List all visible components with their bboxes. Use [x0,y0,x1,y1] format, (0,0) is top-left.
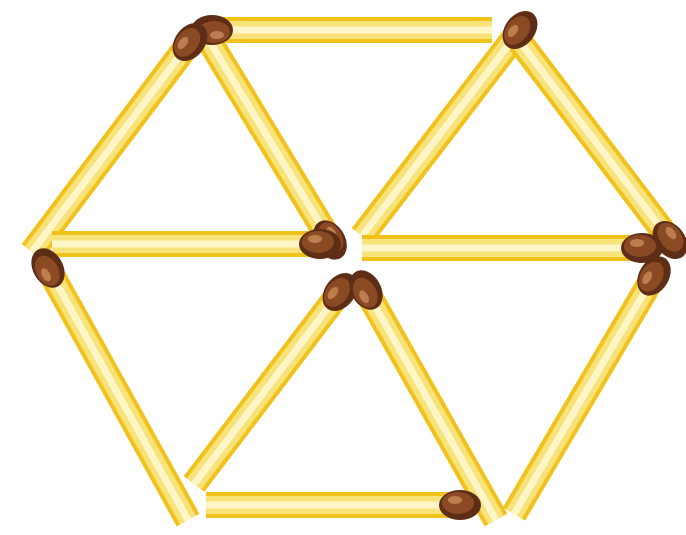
matchstick-highlight [514,276,654,514]
match-head-middle-left [299,229,341,259]
matchstick-highlight [520,42,670,240]
match-head-shine [210,31,224,39]
match-head-shine [308,235,322,243]
matchstick-upper-left-inner [210,42,330,240]
matchstick-highlight [194,292,340,484]
matchstick-highlight [210,42,330,240]
match-head-shine [448,496,462,504]
matchstick-lower-left-inner [194,292,340,484]
matchstick-lower-right-outer [514,276,654,514]
match-heads-layer [25,4,686,520]
match-head-shine [630,239,644,247]
matchstick-upper-right-inner [362,30,520,236]
matchstick-upper-left-outer [32,42,190,252]
matchstick-lower-left-outer [48,268,188,520]
matchstick-highlight [362,30,520,236]
matchstick-upper-right-outer [520,42,670,240]
matchstick-highlight [32,42,190,252]
matchstick-highlight [366,290,496,520]
match-head-bottom [439,490,481,520]
matchstick-highlight [48,268,188,520]
matchstick-lower-right-inner [366,290,496,520]
